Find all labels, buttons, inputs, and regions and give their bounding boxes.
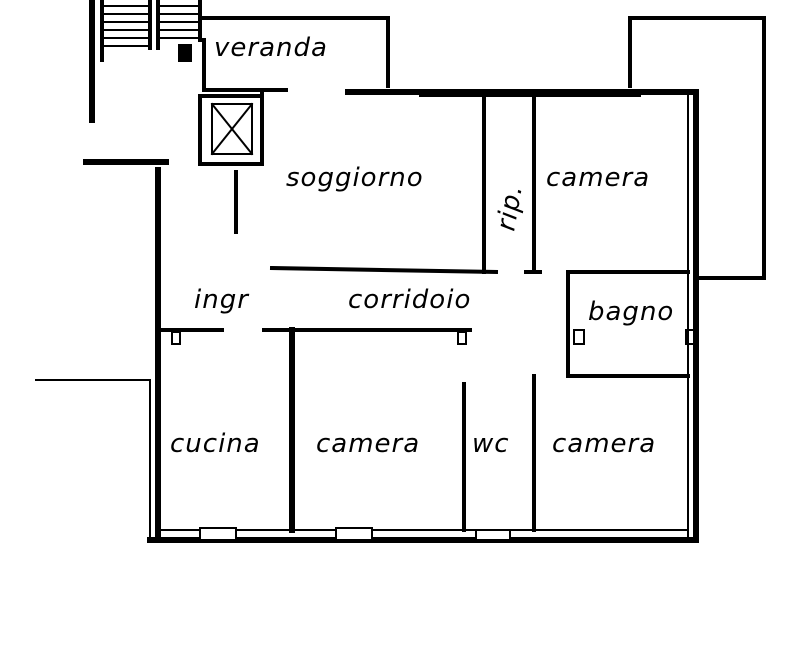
room-label-camera-right: camera: [552, 429, 656, 459]
room-label-corridoio: corridoio: [348, 285, 471, 315]
room-label-soggiorno: soggiorno: [286, 163, 424, 193]
room-label-ingr: ingr: [194, 285, 250, 315]
room-label-camera-top: camera: [546, 163, 650, 193]
elevator-shaft: [198, 88, 264, 166]
top-walls: [345, 89, 699, 543]
room-label-bagno: bagno: [588, 297, 674, 327]
room-label-rip: rip.: [491, 182, 529, 233]
left-walls: [35, 159, 169, 543]
veranda-walls: [202, 16, 390, 92]
staircase: [89, 0, 202, 123]
room-label-cucina: cucina: [170, 429, 261, 459]
room-label-wc: wc: [472, 429, 510, 459]
interior-walls: [158, 94, 695, 533]
bottom-wall: [147, 527, 699, 543]
room-label-veranda: veranda: [214, 33, 328, 63]
balcony: [628, 16, 766, 280]
room-label-camera-middle: camera: [316, 429, 420, 459]
